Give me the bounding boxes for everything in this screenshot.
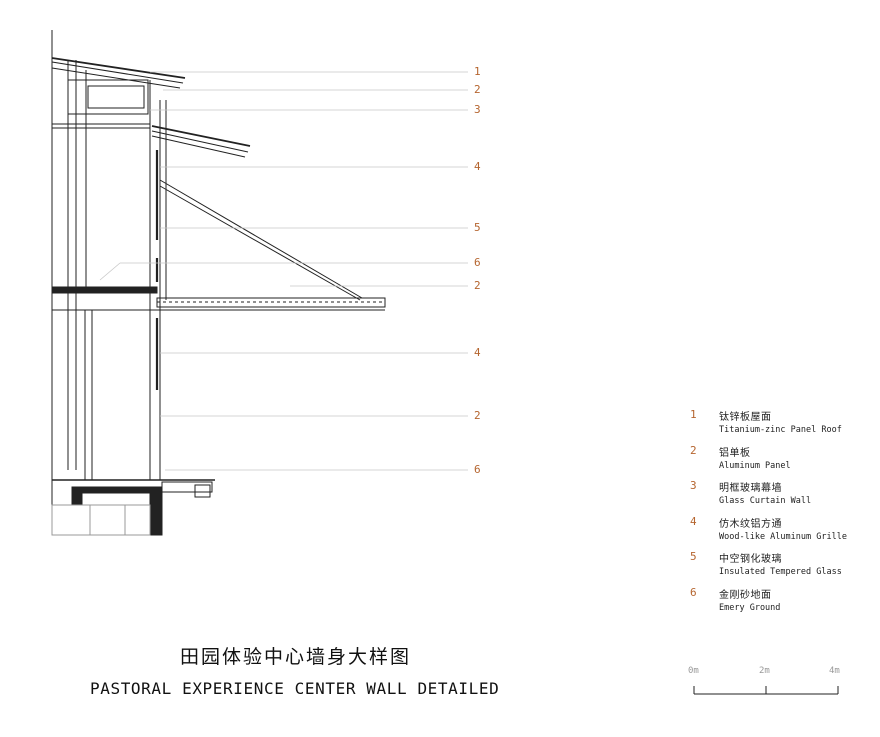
lower-roof <box>151 125 251 147</box>
legend: 1 钛锌板屋面 Titanium-zinc Panel Roof 2 铝单板 A… <box>690 408 870 621</box>
canopy-brace <box>159 179 363 299</box>
callout-6: 6 <box>474 256 481 269</box>
legend-item: 3 明框玻璃幕墙 Glass Curtain Wall <box>690 479 870 515</box>
legend-item: 5 中空钢化玻璃 Insulated Tempered Glass <box>690 550 870 586</box>
callout-1: 1 <box>474 65 481 78</box>
callout-5: 5 <box>474 221 481 234</box>
legend-number: 6 <box>690 585 697 599</box>
legend-label-zh: 钛锌板屋面 <box>719 412 772 423</box>
legend-label-en: Emery Ground <box>719 602 781 613</box>
floor-slab <box>51 286 158 294</box>
scale-bar <box>693 686 839 695</box>
scale-label-4: 4m <box>829 666 840 676</box>
legend-item: 4 仿木纹铝方通 Wood-like Aluminum Grille <box>690 515 870 551</box>
legend-number: 1 <box>690 408 697 421</box>
legend-item: 2 铝单板 Aluminum Panel <box>690 444 870 480</box>
legend-label-en: Wood-like Aluminum Grille <box>719 531 847 542</box>
legend-label-zh: 铝单板 <box>719 447 751 459</box>
legend-number: 4 <box>690 514 697 528</box>
legend-label-zh: 仿木纹铝方通 <box>719 518 782 530</box>
scale-label-0: 0m <box>688 666 699 676</box>
callout-2c: 2 <box>474 409 481 422</box>
legend-label-en: Glass Curtain Wall <box>719 496 812 506</box>
legend-number: 5 <box>690 550 697 563</box>
legend-item: 6 金刚砂地面 Emery Ground <box>690 586 870 622</box>
legend-number: 3 <box>690 479 697 492</box>
callout-2b: 2 <box>474 279 481 292</box>
callout-2: 2 <box>474 83 481 96</box>
leader-lines <box>99 71 468 471</box>
title-chinese: 田园体验中心墙身大样图 <box>180 646 412 668</box>
legend-item: 1 钛锌板屋面 Titanium-zinc Panel Roof <box>690 408 870 444</box>
callout-4: 4 <box>474 160 481 173</box>
legend-label-zh: 中空钢化玻璃 <box>719 554 782 565</box>
upper-roof <box>51 57 186 79</box>
title-english: PASTORAL EXPERIENCE CENTER WALL DETAILED <box>90 679 500 698</box>
legend-label-zh: 明框玻璃幕墙 <box>719 483 782 494</box>
legend-label-en: Aluminum Panel <box>719 460 791 471</box>
callout-4b: 4 <box>474 346 481 359</box>
legend-label-zh: 金刚砂地面 <box>719 589 772 601</box>
callout-6b: 6 <box>474 463 481 476</box>
legend-number: 2 <box>690 443 697 457</box>
callout-3: 3 <box>474 103 481 116</box>
legend-label-en: Titanium-zinc Panel Roof <box>719 425 842 435</box>
scale-label-2: 2m <box>759 666 770 676</box>
legend-label-en: Insulated Tempered Glass <box>719 567 842 577</box>
